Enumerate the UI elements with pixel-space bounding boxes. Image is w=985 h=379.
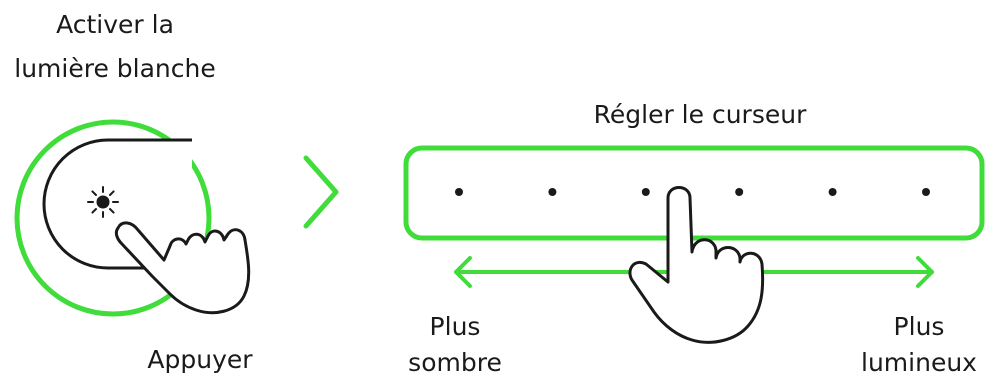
brighter-label-line1: Plus bbox=[893, 312, 945, 341]
brighter-label-line2: lumineux bbox=[861, 348, 977, 377]
darker-label-line1: Plus bbox=[429, 312, 481, 341]
brightness-slider[interactable] bbox=[403, 145, 985, 241]
step2-title: Régler le curseur bbox=[593, 100, 807, 129]
button-glow-ring bbox=[14, 119, 212, 317]
slider-dots bbox=[455, 188, 930, 196]
step1-title-line1: Activer la bbox=[56, 10, 174, 39]
step1-button-group bbox=[14, 119, 251, 317]
sun-icon bbox=[87, 186, 119, 218]
slider-group bbox=[403, 145, 985, 344]
chevron-right-icon bbox=[303, 155, 339, 229]
slider-dot[interactable] bbox=[641, 188, 650, 196]
slider-dot[interactable] bbox=[735, 188, 744, 196]
slider-dot[interactable] bbox=[922, 188, 930, 196]
slider-dot[interactable] bbox=[828, 188, 837, 196]
slider-dot[interactable] bbox=[548, 188, 557, 196]
pointing-hand-icon bbox=[114, 221, 251, 315]
slider-hand-icon bbox=[628, 186, 765, 344]
slider-dot[interactable] bbox=[455, 188, 463, 196]
press-label: Appuyer bbox=[147, 345, 253, 374]
step1-title-line2: lumière blanche bbox=[14, 54, 216, 83]
darker-label-line2: sombre bbox=[408, 348, 502, 377]
light-button[interactable] bbox=[42, 138, 192, 270]
